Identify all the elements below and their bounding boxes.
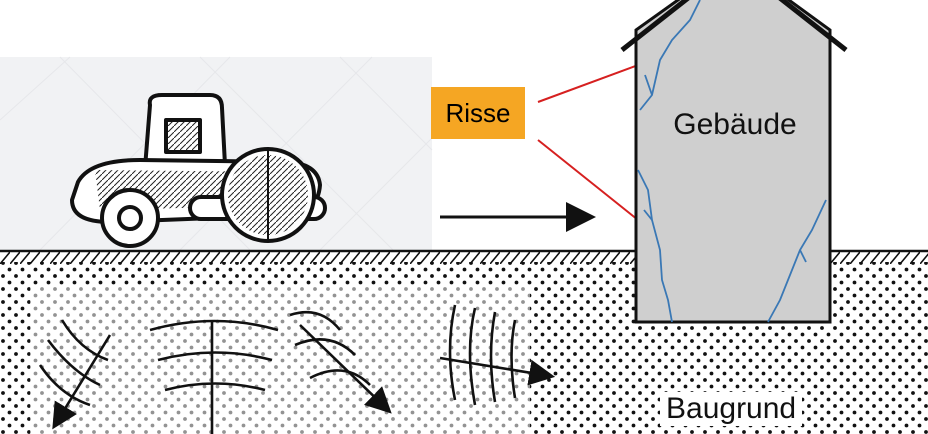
building	[620, 0, 848, 324]
road-roller-icon	[70, 93, 327, 248]
vibration-waves	[30, 285, 556, 434]
subsoil-label: Baugrund	[660, 392, 803, 426]
building-cracks	[637, 0, 827, 323]
cracks-label: Risse	[445, 97, 511, 128]
building-label: Gebäude	[673, 108, 797, 141]
cracks-label-box	[431, 87, 525, 139]
